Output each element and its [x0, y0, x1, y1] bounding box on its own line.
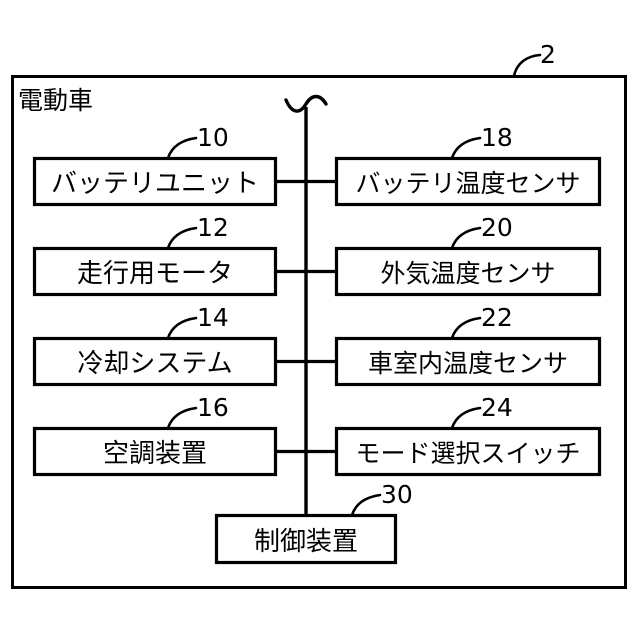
ref-numeral-10: 10	[197, 123, 229, 152]
bus-break-squiggle-icon	[284, 94, 328, 113]
leader-line-ref-10	[166, 136, 198, 160]
ref-numeral-18: 18	[481, 123, 513, 152]
leader-line-ref-2	[512, 53, 542, 78]
ref-numeral-14: 14	[197, 303, 229, 332]
block-box-cabin-temp-sensor[interactable]	[334, 336, 602, 387]
leader-line-ref-30	[350, 493, 382, 517]
ref-numeral-2: 2	[540, 40, 556, 69]
ref-numeral-22: 22	[481, 303, 513, 332]
block-box-drive-motor[interactable]	[32, 246, 278, 297]
block-box-outside-air-temp-sensor[interactable]	[334, 246, 602, 297]
block-box-controller[interactable]	[214, 513, 398, 565]
ref-numeral-20: 20	[481, 213, 513, 242]
leader-line-ref-20	[450, 226, 482, 250]
ref-numeral-16: 16	[197, 393, 229, 422]
ref-numeral-24: 24	[481, 393, 513, 422]
block-box-mode-select-switch[interactable]	[334, 426, 602, 477]
ref-numeral-30: 30	[381, 480, 413, 509]
leader-line-ref-14	[166, 316, 198, 340]
leader-line-ref-18	[450, 136, 482, 160]
block-box-battery-unit[interactable]	[32, 156, 278, 207]
ref-numeral-12: 12	[197, 213, 229, 242]
leader-line-ref-16	[166, 406, 198, 430]
leader-line-ref-24	[450, 406, 482, 430]
leader-line-ref-22	[450, 316, 482, 340]
outer-frame-electric-vehicle	[11, 75, 627, 589]
block-box-cooling-system[interactable]	[32, 336, 278, 387]
leader-line-ref-12	[166, 226, 198, 250]
block-box-air-conditioner[interactable]	[32, 426, 278, 477]
outer-frame-title: 電動車	[18, 86, 94, 115]
block-box-battery-temp-sensor[interactable]	[334, 156, 602, 207]
